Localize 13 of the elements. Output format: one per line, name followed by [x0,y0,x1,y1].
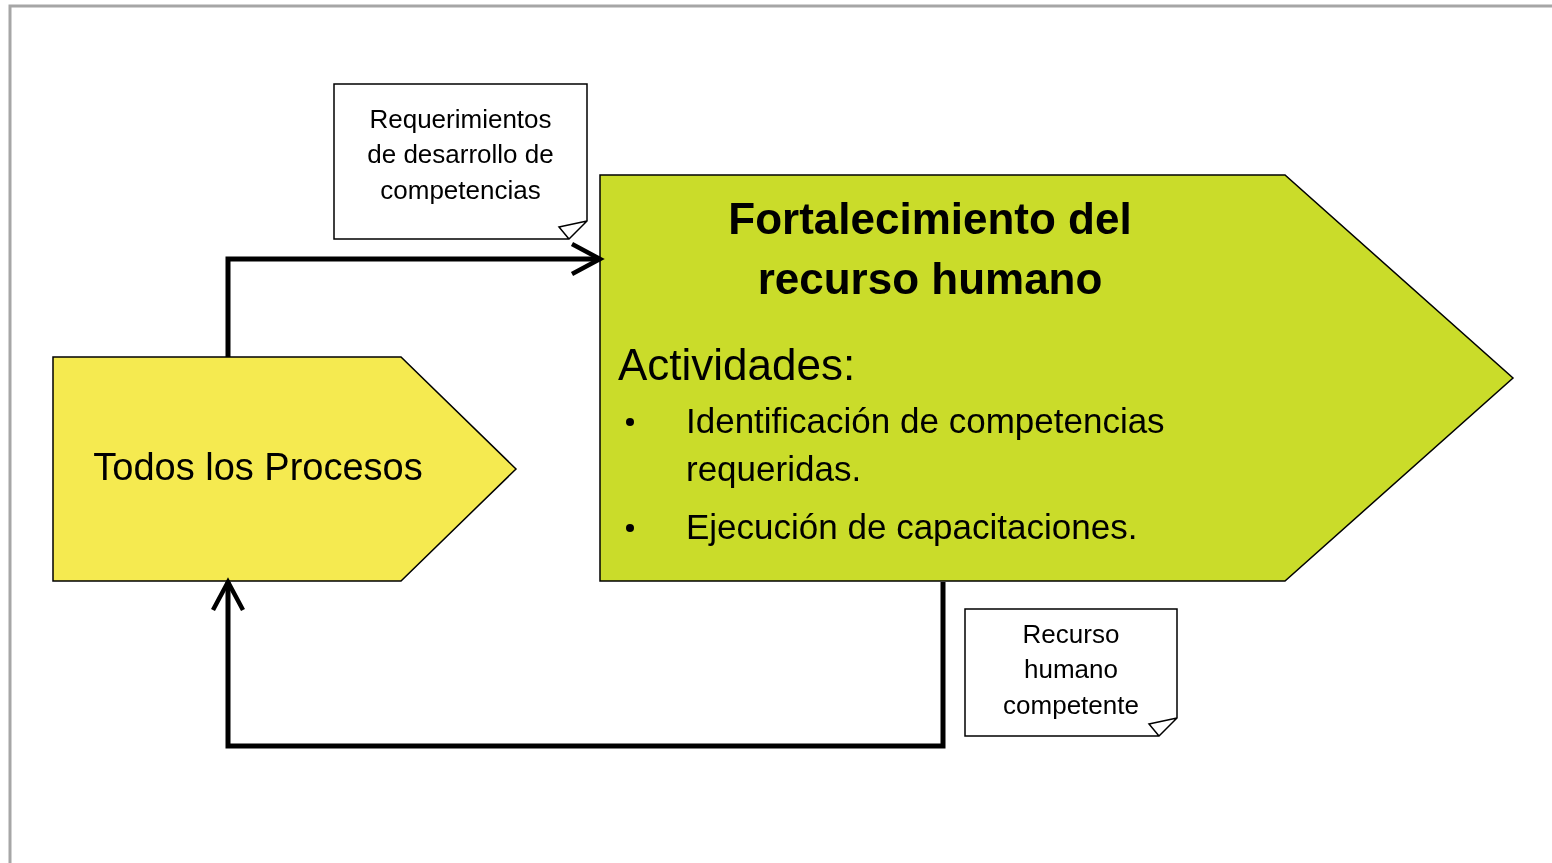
bullet-text: Identificación de competencias requeridas. [686,400,1166,490]
note-card [965,609,1177,736]
process-arrow-shape [53,357,516,581]
note-card [334,84,587,239]
process-arrow-shape [600,175,1513,581]
label: Todos los Procesos [92,445,424,490]
connector-arrow [225,241,603,357]
label: Requerimientos de desarrollo de competencias [366,103,555,207]
label: Recurso humano competente [1002,618,1140,722]
bullet-text: Ejecución de capacitaciones. [686,506,1139,548]
connector-arrow [210,579,946,749]
heading: Fortalecimiento del recurso humano [727,193,1133,305]
label: Actividades: [618,339,857,391]
